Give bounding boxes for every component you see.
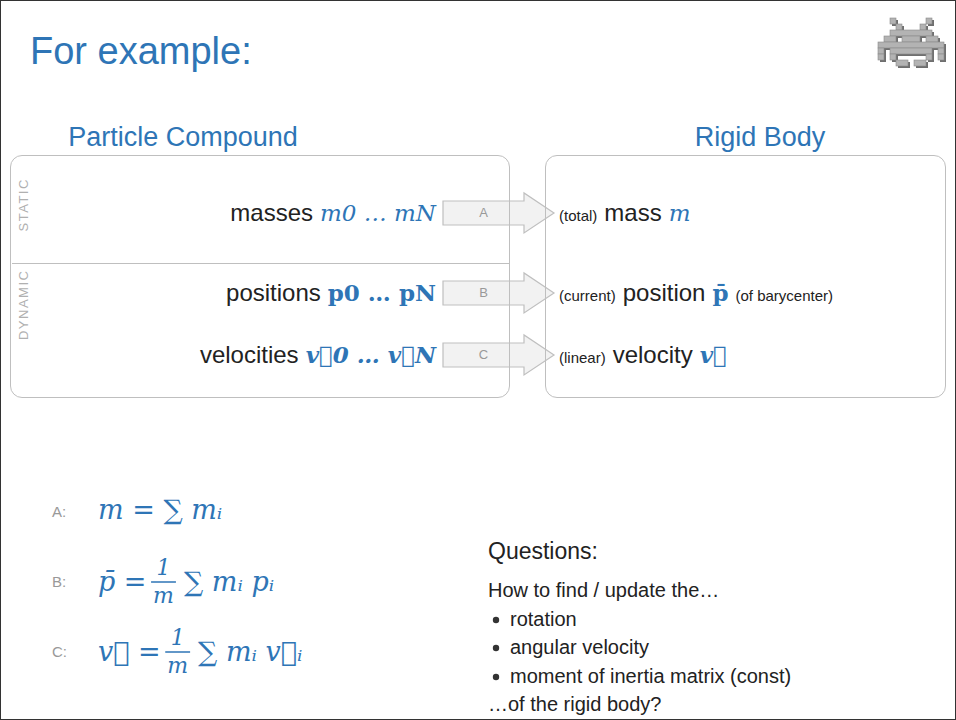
panel-heading: Rigid Body: [695, 121, 826, 153]
space-invader-icon: [878, 18, 944, 66]
question-heading: Questions:: [488, 538, 598, 566]
formula-tag: C:: [52, 643, 67, 661]
qualifier: (of barycenter): [736, 287, 834, 305]
property-row: massesm0 … mN: [228, 198, 438, 229]
block-arrow: [443, 335, 554, 375]
bullet-item: moment of inertia matrix (const): [510, 664, 791, 688]
fraction-numerator: 1: [171, 625, 185, 651]
question-text: …of the rigid body?: [488, 692, 661, 716]
math-symbol: v⃗: [700, 341, 727, 369]
dynamic-band: positionsp0 … pN velocitiesv⃗0 … v⃗N DYNAM…: [12, 264, 509, 397]
formula: v⃗ =: [98, 636, 161, 668]
property-row: (linear) velocityv⃗: [557, 340, 729, 371]
fraction-denominator: m: [167, 653, 188, 679]
static-band: massesm0 … mN STATIC: [12, 157, 509, 264]
qualifier: (current): [559, 287, 616, 305]
property-name: velocities: [200, 341, 299, 370]
panel-heading: Particle Compound: [68, 121, 298, 153]
arrow-label: B: [479, 285, 488, 301]
math-symbol: v⃗0 … v⃗N: [306, 341, 436, 369]
qualifier: (total): [559, 207, 597, 225]
math-symbol: p̄: [712, 279, 728, 307]
math-symbol: m: [669, 200, 691, 228]
qualifier: (linear): [559, 349, 606, 367]
formula-tag: B:: [52, 573, 66, 591]
math-symbol: m0 … mN: [320, 200, 436, 228]
formula: m = ∑ mᵢ: [98, 494, 222, 526]
property-name: position: [623, 279, 706, 308]
bullet-item: rotation: [510, 607, 577, 631]
property-name: velocity: [613, 341, 693, 370]
arrow-label: C: [479, 347, 488, 363]
particle-compound-panel: massesm0 … mN STATIC positionsp0 … pN veloc…: [10, 155, 510, 398]
fraction-denominator: m: [153, 583, 174, 609]
fraction-bar: [165, 651, 190, 653]
formula-tag: A:: [52, 503, 66, 521]
block-arrow: [443, 273, 554, 313]
bullet-dot: [493, 617, 499, 623]
question-text: How to find / update the…: [488, 578, 719, 602]
band-label: DYNAMIC: [16, 270, 32, 340]
property-row: (total) massm: [557, 198, 693, 229]
block-arrow: [443, 193, 554, 233]
bullet-dot: [493, 645, 499, 651]
property-row: velocitiesv⃗0 … v⃗N: [198, 340, 438, 371]
fraction-numerator: 1: [157, 555, 171, 581]
math-symbol: p0 … pN: [328, 279, 436, 307]
formula: ∑ mᵢ pᵢ: [184, 566, 274, 598]
slide-title: For example:: [30, 29, 252, 75]
property-name: mass: [604, 199, 661, 228]
fraction-bar: [151, 581, 176, 583]
arrow-label: A: [479, 205, 488, 221]
property-row: (current) positionp̄ (of barycenter): [557, 278, 835, 309]
rigid-body-panel: (total) massm (current) positionp̄ (of baryc…: [545, 155, 946, 398]
bullet-dot: [493, 674, 499, 680]
formula: ∑ mᵢ v⃗ᵢ: [198, 636, 302, 668]
property-name: masses: [230, 199, 313, 228]
property-name: positions: [226, 279, 321, 308]
property-row: positionsp0 … pN: [224, 278, 438, 309]
band-label: STATIC: [16, 178, 32, 231]
formula: p̄ =: [98, 566, 147, 598]
bullet-item: angular velocity: [510, 635, 649, 659]
